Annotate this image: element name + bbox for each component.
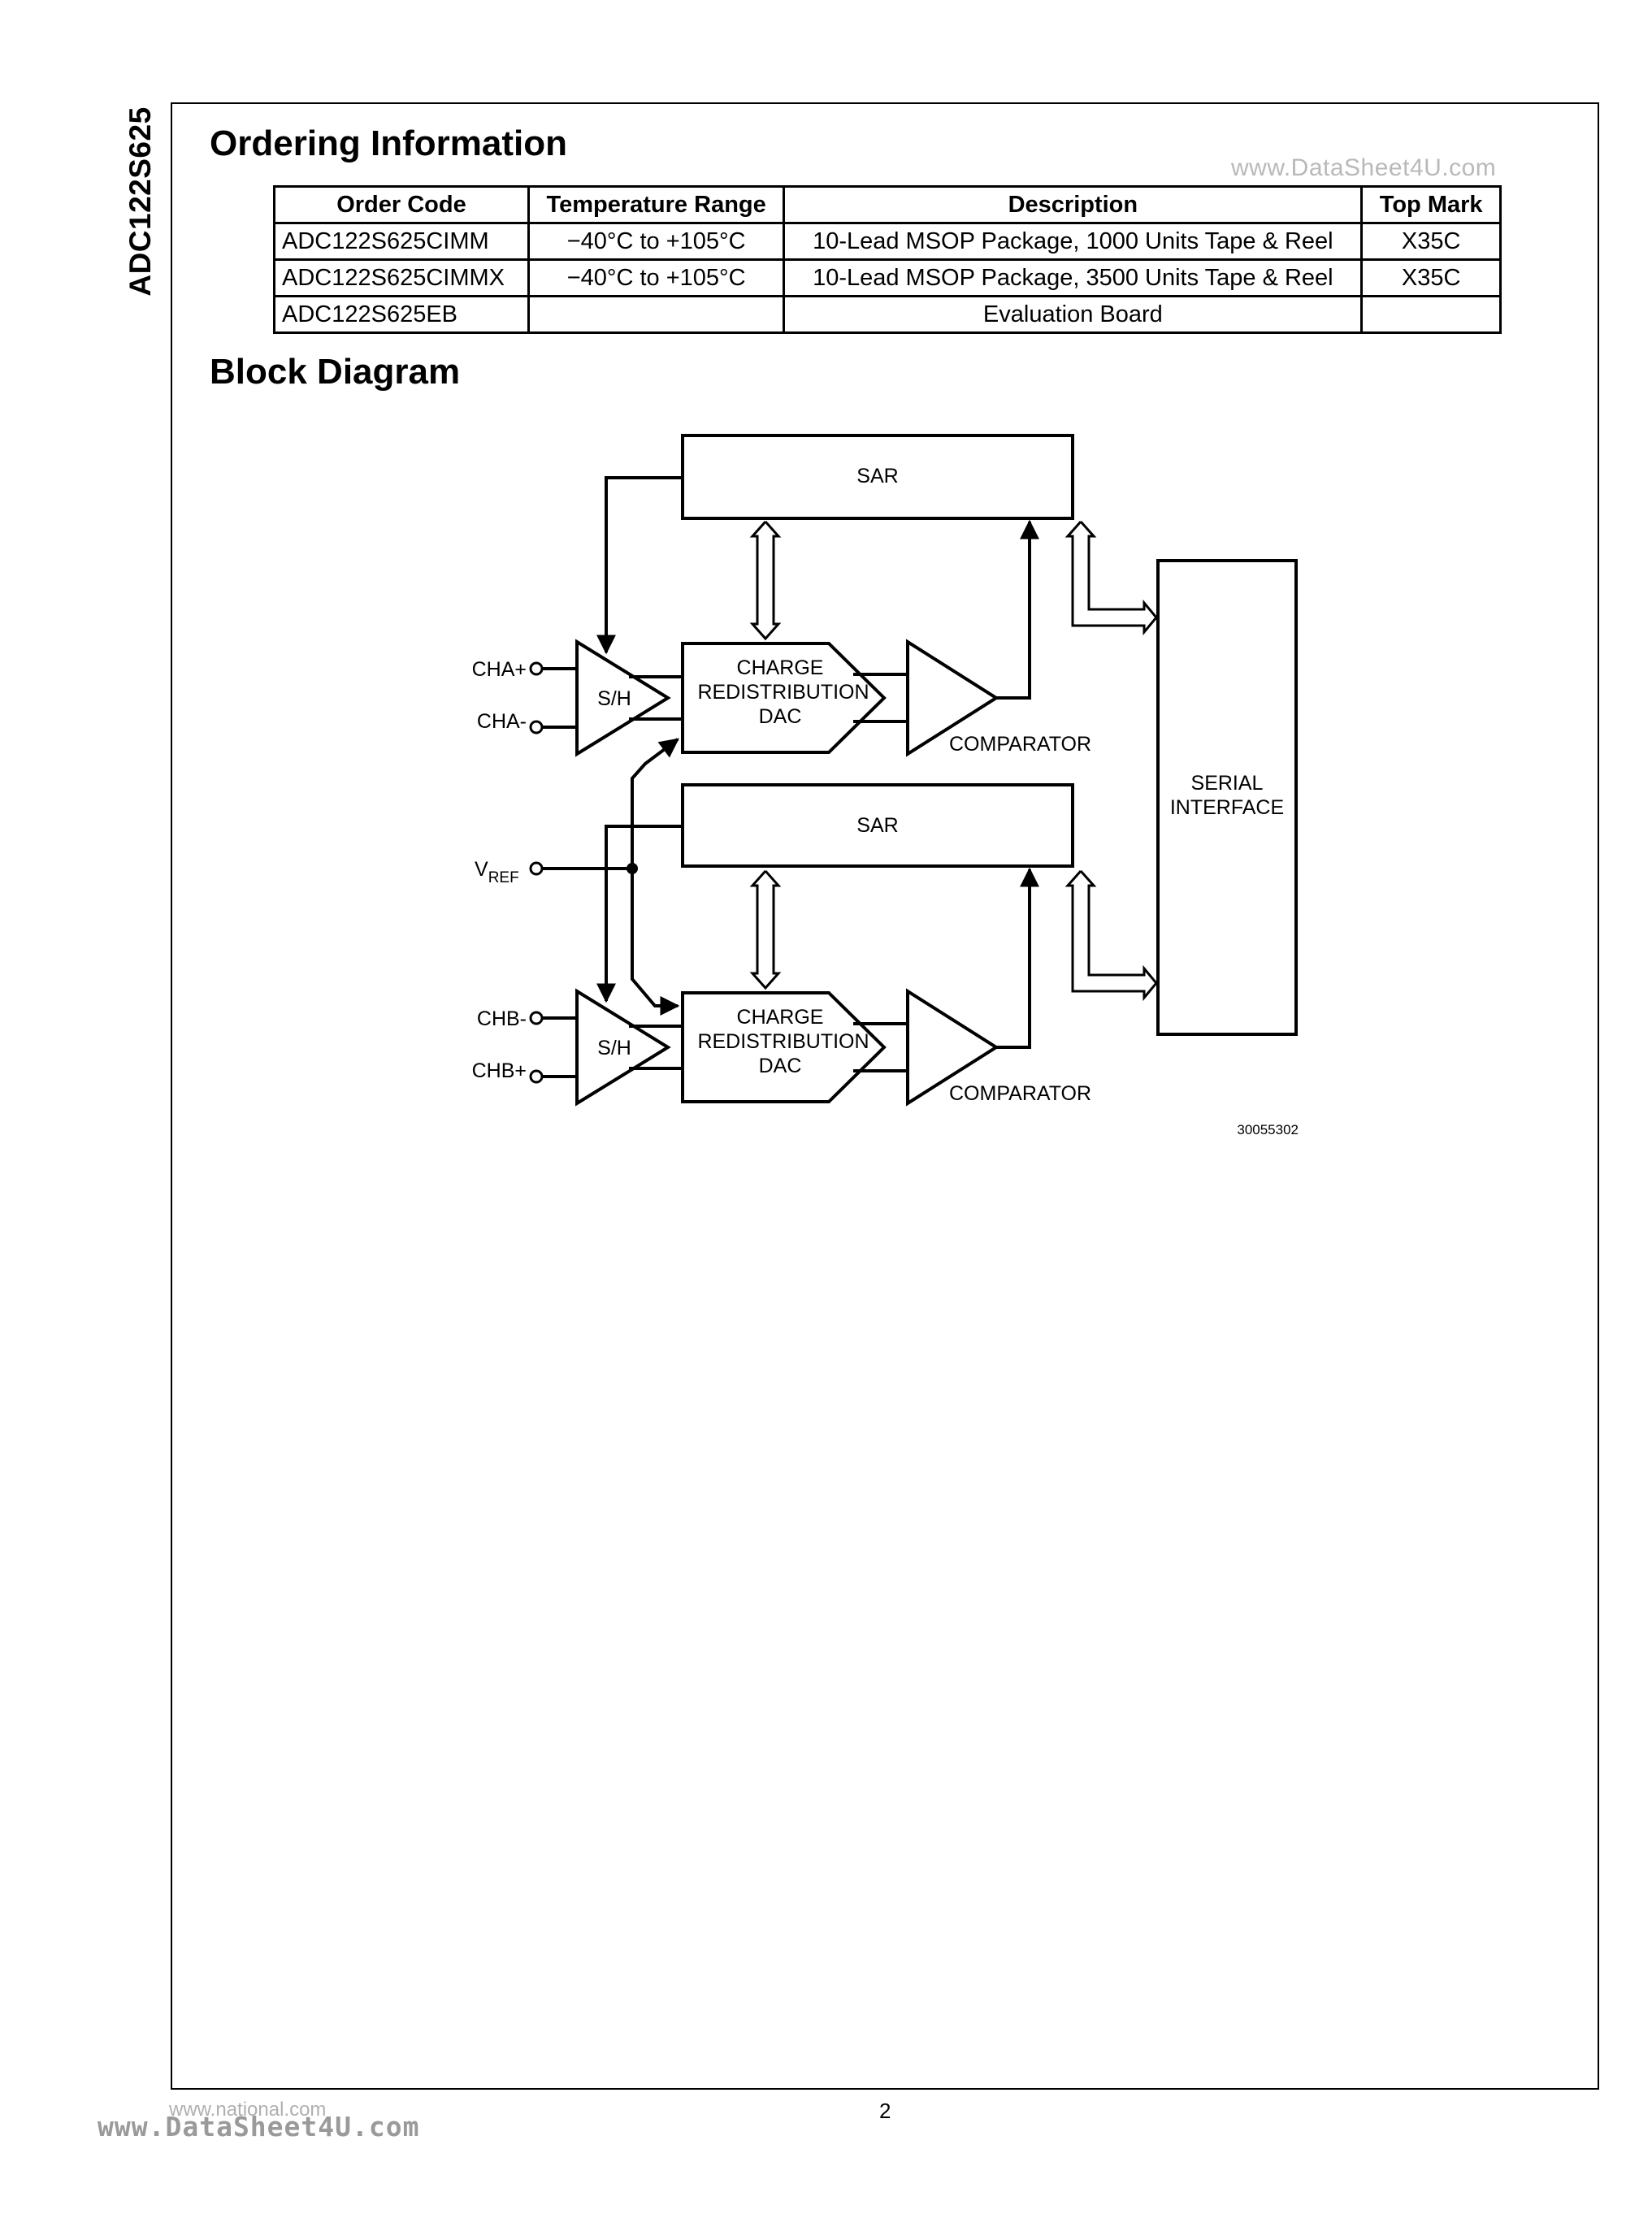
- dac-a-label-2: REDISTRIBUTION: [697, 681, 869, 704]
- table-row: ADC122S625CIMMX −40°C to +105°C 10-Lead …: [273, 258, 1502, 297]
- chb-minus-label: CHB-: [477, 1007, 527, 1030]
- sh-b-label: S/H: [597, 1037, 631, 1059]
- table-row: ADC122S625CIMM −40°C to +105°C 10-Lead M…: [273, 222, 1502, 261]
- dac-b-label-1: CHARGE: [737, 1006, 824, 1029]
- header-top-mark: Top Mark: [1360, 185, 1502, 224]
- comparator-a: [906, 639, 999, 757]
- page-number: 2: [879, 2099, 891, 2123]
- description-cell: 10-Lead MSOP Package, 1000 Units Tape & …: [783, 222, 1364, 261]
- dac-b-label-2: REDISTRIBUTION: [697, 1030, 869, 1053]
- serial-label-1: SERIAL: [1191, 772, 1264, 795]
- content-frame: [171, 102, 1599, 2090]
- table-header-row: Order Code Temperature Range Description…: [273, 185, 1502, 224]
- top-mark-cell: [1360, 295, 1502, 334]
- watermark-top: www.DataSheet4U.com: [1231, 154, 1497, 181]
- temperature-cell: −40°C to +105°C: [527, 258, 786, 297]
- vref-pin-icon: [529, 861, 544, 876]
- order-code-cell: ADC122S625EB: [273, 295, 530, 334]
- ordering-information-heading: Ordering Information: [210, 123, 567, 163]
- temperature-cell: [527, 295, 786, 334]
- order-code-cell: ADC122S625CIMM: [273, 222, 530, 261]
- sar-a-label: SAR: [856, 465, 898, 487]
- order-code-cell: ADC122S625CIMMX: [273, 258, 530, 297]
- block-diagram-heading: Block Diagram: [210, 352, 461, 392]
- cha-minus-label: CHA-: [477, 710, 527, 733]
- description-cell: Evaluation Board: [783, 295, 1364, 334]
- figure-id: 30055302: [1237, 1122, 1299, 1137]
- side-title: ADC122S625: [124, 106, 157, 297]
- header-order-code: Order Code: [273, 185, 530, 224]
- comparator-a-label: COMPARATOR: [949, 733, 1091, 756]
- block-diagram: SAR SAR S/H S/H CHARGE REDISTRIBUTION DA…: [472, 434, 1299, 1137]
- comparator-b-label: COMPARATOR: [949, 1082, 1091, 1105]
- header-temperature-range: Temperature Range: [527, 185, 786, 224]
- top-mark-cell: X35C: [1360, 258, 1502, 297]
- cha-plus-label: CHA+: [472, 658, 527, 681]
- chb-minus-pin-icon: [529, 1011, 544, 1025]
- cha-plus-pin-icon: [529, 661, 544, 676]
- top-mark-cell: X35C: [1360, 222, 1502, 261]
- comparator-b: [906, 988, 999, 1107]
- cha-minus-pin-icon: [529, 720, 544, 734]
- description-cell: 10-Lead MSOP Package, 3500 Units Tape & …: [783, 258, 1364, 297]
- vref-label: VREF: [475, 858, 519, 886]
- ordering-table: Order Code Temperature Range Description…: [273, 185, 1502, 334]
- dac-b-block: [681, 991, 887, 1103]
- temperature-cell: −40°C to +105°C: [527, 222, 786, 261]
- serial-label-2: INTERFACE: [1170, 796, 1284, 819]
- sh-b-amplifier: [575, 988, 671, 1107]
- footer-url: www.national.com: [169, 2099, 327, 2121]
- vref-sub: REF: [488, 869, 519, 886]
- chb-plus-pin-icon: [529, 1069, 544, 1084]
- sar-b-label: SAR: [856, 814, 898, 837]
- dac-a-label-3: DAC: [759, 705, 802, 728]
- vref-main: V: [475, 858, 488, 881]
- sh-a-label: S/H: [597, 687, 631, 710]
- serial-interface-block: [1156, 559, 1298, 1036]
- sh-a-amplifier: [575, 639, 671, 757]
- dac-a-block: [681, 642, 887, 754]
- dac-b-label-3: DAC: [759, 1055, 802, 1077]
- chb-plus-label: CHB+: [472, 1059, 527, 1082]
- vref-junction-dot: [627, 863, 638, 874]
- footer-watermark: www.DataSheet4U.com: [98, 2111, 420, 2143]
- header-description: Description: [783, 185, 1364, 224]
- table-row: ADC122S625EB Evaluation Board: [273, 295, 1502, 334]
- dac-a-label-1: CHARGE: [737, 656, 824, 679]
